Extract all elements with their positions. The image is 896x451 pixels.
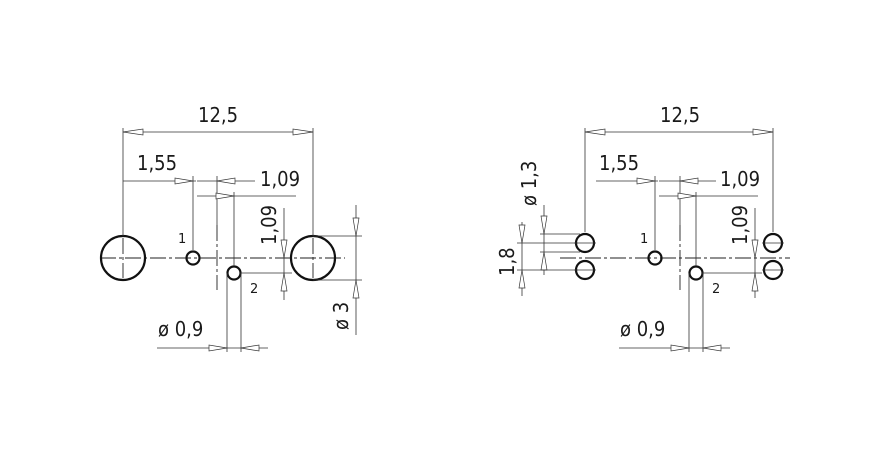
left-pin-2 [226, 265, 242, 281]
right-drawing: 1 2 12,5 1,55 1,09 1,09 ø 1,3 [495, 103, 790, 352]
right-spacing-y-label: 1,09 [728, 205, 752, 245]
left-pin-diameter-label: ø 0,9 [158, 317, 203, 341]
left-width-label: 12,5 [198, 103, 238, 127]
right-pin1-label: 1 [640, 232, 648, 247]
right-hole-diameter-label: ø 1,3 [517, 161, 541, 206]
left-spacing-x-label: 1,09 [260, 167, 300, 191]
left-drawing: 1 2 12,5 1,55 1,09 1,09 ø 3 [99, 103, 362, 352]
left-pin2-label: 2 [250, 282, 258, 297]
right-spacing-x-label: 1,09 [720, 167, 760, 191]
right-pin2-label: 2 [712, 282, 720, 297]
left-mount-diameter-label: ø 3 [329, 302, 353, 330]
right-width-label: 12,5 [660, 103, 700, 127]
right-pin-1 [647, 250, 663, 266]
left-pin1-label: 1 [178, 232, 186, 247]
left-pin-1 [185, 250, 201, 266]
right-pin-2 [688, 265, 704, 281]
left-spacing-y-label: 1,09 [257, 205, 281, 245]
right-hole-pitch-label: 1,8 [495, 247, 519, 276]
right-pin-diameter-label: ø 0,9 [620, 317, 665, 341]
right-offset-label: 1,55 [599, 151, 639, 175]
left-offset-label: 1,55 [137, 151, 177, 175]
